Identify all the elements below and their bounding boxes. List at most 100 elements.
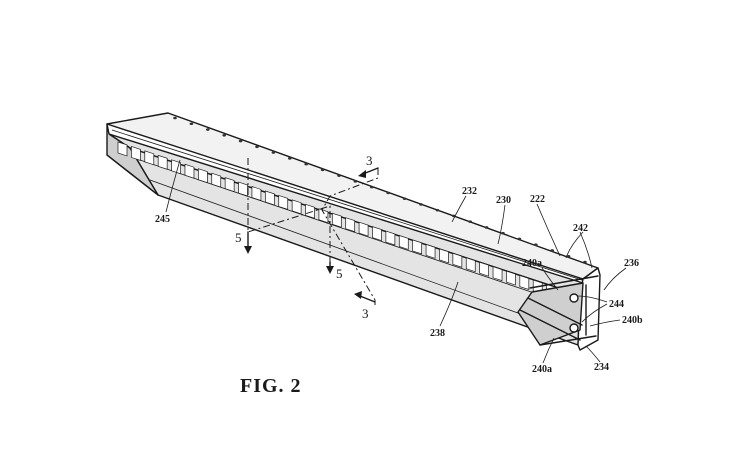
fastener-hole <box>566 254 571 258</box>
label-242: 242 <box>573 223 588 234</box>
leader-244b <box>581 303 608 323</box>
channel-slot <box>519 275 530 290</box>
channel-slot <box>305 203 315 219</box>
section-marker-3-top: 3 <box>366 153 373 168</box>
channel-slot <box>131 145 141 161</box>
section-marker-5-left: 5 <box>235 230 242 245</box>
section-5-arrowhead-right <box>326 266 334 274</box>
end-top-flange <box>529 275 599 289</box>
channel-slot <box>385 230 396 246</box>
label-234: 234 <box>594 362 609 373</box>
fastener-hole <box>173 116 177 120</box>
section-markers: 3 3 5 5 <box>235 153 373 321</box>
fastener-hole <box>501 231 505 235</box>
fastener-hole <box>435 208 440 212</box>
channel-slot <box>117 141 128 157</box>
leader-245 <box>165 159 181 213</box>
fastener-hole <box>222 133 226 137</box>
end-diagonal-2 <box>527 297 583 326</box>
beam-web-line <box>139 159 556 301</box>
label-240b: 240b <box>622 315 643 326</box>
label-240a-bottom: 240a <box>532 364 552 375</box>
fastener-hole <box>550 249 554 252</box>
channel-slot <box>412 239 423 255</box>
leader-lines <box>165 159 627 364</box>
label-244: 244 <box>609 299 624 310</box>
leader-240a-bottom <box>542 337 555 364</box>
leader-232 <box>451 195 467 223</box>
fastener-hole <box>419 203 423 206</box>
end-bolt-upper <box>569 293 579 303</box>
channel-slot <box>398 235 409 250</box>
end-bottom-flange <box>539 335 597 346</box>
leader-238 <box>439 281 459 327</box>
leader-242a <box>579 231 593 269</box>
end-diagonal-1 <box>519 309 581 341</box>
fastener-hole <box>337 174 341 177</box>
section-3-arrow-bottom <box>359 295 376 303</box>
channel-slot <box>345 217 356 233</box>
label-245: 245 <box>155 214 170 225</box>
section-lines <box>244 158 379 305</box>
fastener-hole <box>189 122 194 126</box>
fastener-hole <box>238 139 243 143</box>
fastener-hole <box>271 151 276 154</box>
end-web-plate <box>517 282 584 346</box>
fastener-hole <box>304 162 309 166</box>
label-230: 230 <box>496 195 511 206</box>
leader-242b <box>565 231 584 259</box>
channel-slot <box>251 186 262 201</box>
section-5-arrowhead-left <box>244 246 252 254</box>
section-line-3 <box>321 168 379 305</box>
channel-slot <box>465 257 476 273</box>
channel-slots <box>117 141 570 304</box>
fastener-hole <box>288 157 292 160</box>
leader-240a-top <box>541 267 559 291</box>
label-222: 222 <box>530 194 545 205</box>
channel-slot <box>264 190 275 206</box>
section-marker-3-bottom: 3 <box>362 306 369 321</box>
leader-230 <box>497 204 506 245</box>
channel-slot <box>318 208 329 224</box>
channel-slot <box>506 270 516 286</box>
channel-slot <box>278 194 289 210</box>
channel-slot <box>157 154 168 170</box>
channel-slot <box>439 248 449 264</box>
channel-slot <box>198 168 208 184</box>
fastener-hole <box>255 145 259 149</box>
channel-slot <box>452 252 463 268</box>
fastener-hole <box>370 185 374 189</box>
fastener-hole <box>320 168 325 172</box>
fastener-holes <box>173 116 587 264</box>
fastener-hole <box>484 226 489 229</box>
fastener-hole <box>206 128 210 131</box>
channel-slot <box>358 221 369 237</box>
beam-lower-web-line <box>149 179 566 331</box>
channel-slot <box>211 172 222 188</box>
label-232: 232 <box>462 186 477 197</box>
fastener-hole <box>402 197 407 200</box>
fastener-hole <box>517 237 522 241</box>
channel-slot <box>372 226 382 241</box>
channel-slot <box>224 177 235 193</box>
fastener-hole <box>468 220 473 223</box>
end-bolt-lower <box>569 323 579 333</box>
section-marker-5-right: 5 <box>336 266 343 281</box>
channel-slot <box>291 199 302 215</box>
section-3-arrowhead-bottom <box>354 291 362 299</box>
label-238: 238 <box>430 328 445 339</box>
label-236: 236 <box>624 258 639 269</box>
channel-slot <box>331 212 342 228</box>
beam-left-end <box>106 123 159 196</box>
reference-labels: 245 232 230 222 242 236 240a 244 240b 23… <box>155 186 643 375</box>
leader-240b <box>589 319 621 327</box>
fastener-hole <box>386 191 391 195</box>
leader-222 <box>536 203 561 257</box>
beam-top-inner-edge <box>111 129 586 282</box>
channel-slot <box>144 150 155 166</box>
beam-channel-face <box>108 133 584 296</box>
leader-236 <box>603 267 627 291</box>
leader-244a <box>577 295 608 303</box>
channel-slot <box>184 163 195 179</box>
